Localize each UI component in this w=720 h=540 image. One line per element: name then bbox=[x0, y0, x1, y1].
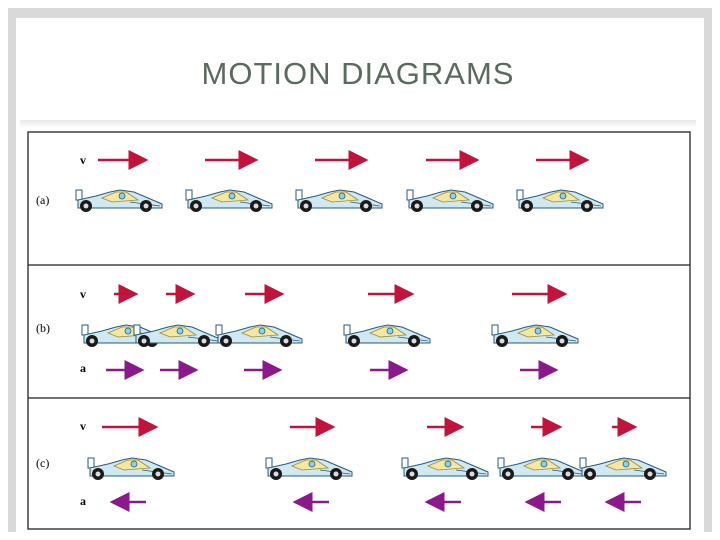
race-car bbox=[497, 457, 585, 480]
race-car bbox=[343, 324, 431, 347]
acceleration-label: a bbox=[80, 361, 86, 375]
race-car bbox=[75, 189, 163, 212]
velocity-label: v bbox=[80, 419, 86, 433]
panel-label-b: (b) bbox=[36, 321, 50, 335]
race-car bbox=[265, 457, 353, 480]
race-car bbox=[87, 457, 175, 480]
velocity-label: v bbox=[80, 287, 86, 301]
race-car bbox=[133, 324, 221, 347]
race-car bbox=[185, 189, 273, 212]
title-band: MOTION DIAGRAMS bbox=[20, 26, 696, 120]
race-car bbox=[215, 324, 303, 347]
race-car bbox=[491, 324, 579, 347]
race-car bbox=[295, 189, 383, 212]
race-car bbox=[401, 457, 489, 480]
race-car bbox=[579, 457, 667, 480]
slide-title: MOTION DIAGRAMS bbox=[201, 56, 515, 91]
race-car bbox=[516, 189, 604, 212]
panel-label-c: (c) bbox=[36, 456, 49, 470]
panel-c-cars bbox=[87, 457, 667, 480]
panel-b-cars bbox=[81, 324, 579, 347]
acceleration-label: a bbox=[80, 494, 86, 508]
velocity-label: v bbox=[80, 153, 86, 167]
panel-label-a: (a) bbox=[36, 193, 49, 207]
race-car bbox=[406, 189, 494, 212]
panel-a-cars bbox=[75, 189, 604, 212]
title-shadow bbox=[20, 120, 696, 128]
